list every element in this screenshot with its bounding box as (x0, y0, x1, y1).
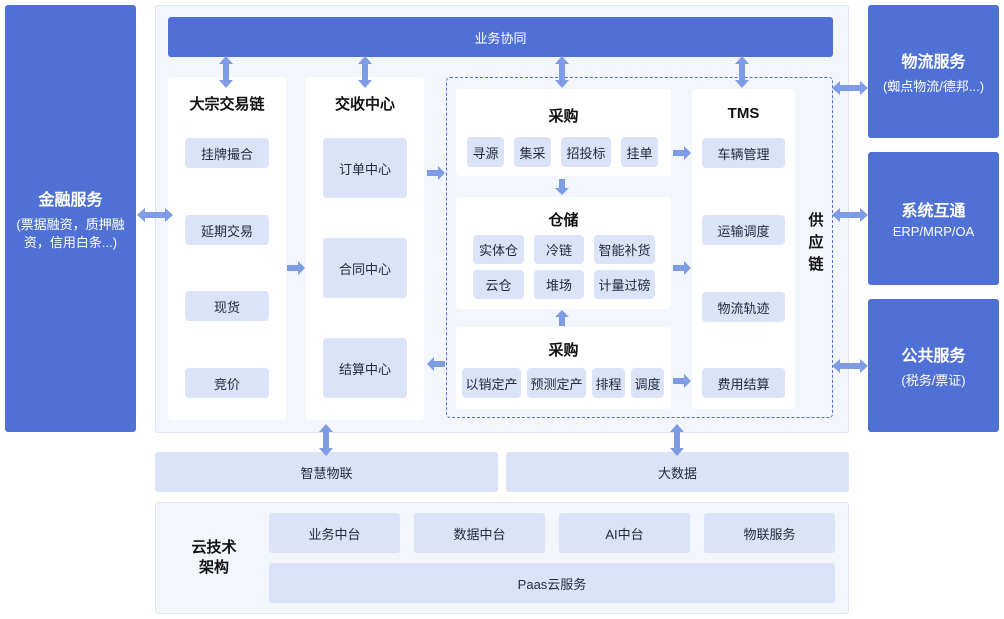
smart-iot-bar: 智慧物联 (155, 452, 498, 492)
tms-card: TMS 车辆管理 运输调度 物流轨迹 费用结算 (692, 89, 795, 409)
data-middle-platform: 数据中台 (414, 513, 545, 553)
production-dispatch: 调度 (631, 368, 664, 398)
public-service-block: 公共服务 (税务/票证) (868, 299, 999, 432)
public-service-title: 公共服务 (901, 347, 966, 365)
cloud-title-line2: 架构 (198, 559, 229, 576)
procurement-tender: 招投标 (561, 137, 611, 167)
contract-center: 合同中心 (323, 238, 407, 298)
business-collaboration-bar: 业务协同 (168, 17, 833, 57)
supply-chain-char-1: 供 (808, 212, 824, 229)
iot-service: 物联服务 (704, 513, 835, 553)
cloud-architecture-title: 云技术 架构 (168, 538, 260, 578)
order-center: 订单中心 (323, 138, 407, 198)
logistics-service-subtitle: (蜘点物流/德邦...) (882, 78, 985, 94)
cloud-title-line1: 云技术 (191, 539, 237, 556)
arrow-public (832, 359, 868, 373)
production-scheduling: 排程 (592, 368, 625, 398)
warehouse-smart-replenish: 智能补货 (594, 235, 655, 264)
ai-middle-platform: AI中台 (559, 513, 690, 553)
warehouse-weighing: 计量过磅 (594, 270, 655, 299)
procurement-title: 采购 (548, 108, 579, 125)
public-service-subtitle: (税务/票证) (901, 372, 966, 388)
warehouse-cold-chain: 冷链 (534, 235, 584, 264)
procurement-card: 采购 寻源 集采 招投标 挂单 (456, 89, 671, 176)
arrow-warehouse-to-tms (673, 261, 691, 275)
finance-service-title: 金融服务 (38, 191, 103, 209)
arrow-delivery-to-supply (427, 166, 445, 180)
arrow-supply-to-bigdata (670, 424, 684, 456)
procurement-sourcing: 寻源 (467, 137, 504, 167)
arrow-delivery-to-iot (319, 424, 333, 456)
warehouse-card: 仓储 实体仓 冷链 智能补货 云仓 堆场 计量过磅 (456, 197, 671, 309)
arrow-delivery-to-collab (358, 56, 372, 88)
warehouse-title: 仓储 (548, 212, 579, 229)
tms-logistics-tracking: 物流轨迹 (702, 292, 785, 322)
supply-chain-label: 供 应 链 (806, 210, 826, 276)
arrow-logistics (832, 81, 868, 95)
supply-chain-region (446, 77, 833, 418)
arrow-finance (137, 208, 173, 222)
system-integration-title: 系统互通 (901, 202, 966, 220)
delivery-center-card: 交收中心 订单中心 合同中心 结算中心 (306, 77, 424, 420)
finance-service-block: 金融服务 (票据融资，质押融资，信用白条...) (5, 5, 136, 432)
arrow-procurement-to-warehouse (555, 179, 569, 195)
procurement-order: 挂单 (621, 137, 658, 167)
arrow-trade-to-delivery (287, 261, 305, 275)
arrow-procurement-to-tms (673, 146, 691, 160)
trade-chain-card: 大宗交易链 挂牌撮合 延期交易 现货 竞价 (168, 77, 286, 420)
warehouse-physical: 实体仓 (473, 235, 524, 264)
tms-title: TMS (727, 105, 760, 122)
system-integration-subtitle: ERP/MRP/OA (892, 223, 975, 239)
procurement-centralized: 集采 (514, 137, 551, 167)
production-sales-based: 以销定产 (462, 368, 521, 398)
tms-fee-settlement: 费用结算 (702, 368, 785, 398)
logistics-service-block: 物流服务 (蜘点物流/德邦...) (868, 5, 999, 138)
arrow-trade-to-collab (219, 56, 233, 88)
arrow-production-to-tms (673, 374, 691, 388)
supply-chain-char-3: 链 (808, 256, 824, 273)
production-title: 采购 (548, 342, 579, 359)
trade-item-bidding: 竞价 (185, 368, 269, 398)
trade-chain-title: 大宗交易链 (189, 96, 265, 113)
arrow-supply-to-settlement (427, 357, 445, 371)
trade-item-deferred: 延期交易 (185, 215, 269, 245)
warehouse-yard: 堆场 (534, 270, 584, 299)
logistics-service-title: 物流服务 (901, 53, 966, 71)
settlement-center: 结算中心 (323, 338, 407, 398)
paas-cloud-service: Paas云服务 (269, 563, 835, 603)
trade-item-listing-match: 挂牌撮合 (185, 138, 269, 168)
system-integration-block: 系统互通 ERP/MRP/OA (868, 152, 999, 285)
arrow-system (832, 208, 868, 222)
business-middle-platform: 业务中台 (269, 513, 400, 553)
arrow-supply-to-collab (555, 56, 569, 88)
warehouse-cloud: 云仓 (473, 270, 524, 299)
trade-item-spot: 现货 (185, 291, 269, 321)
production-card: 采购 以销定产 预测定产 排程 调度 (456, 327, 671, 409)
delivery-center-title: 交收中心 (334, 96, 395, 113)
production-forecast-based: 预测定产 (527, 368, 586, 398)
arrow-production-to-warehouse (555, 310, 569, 326)
big-data-bar: 大数据 (506, 452, 849, 492)
arrow-tms-to-collab (735, 56, 749, 88)
tms-vehicle-management: 车辆管理 (702, 138, 785, 168)
finance-service-subtitle: (票据融资，质押融资，信用白条...) (16, 216, 125, 250)
supply-chain-char-2: 应 (808, 234, 824, 251)
tms-transport-dispatch: 运输调度 (702, 215, 785, 245)
